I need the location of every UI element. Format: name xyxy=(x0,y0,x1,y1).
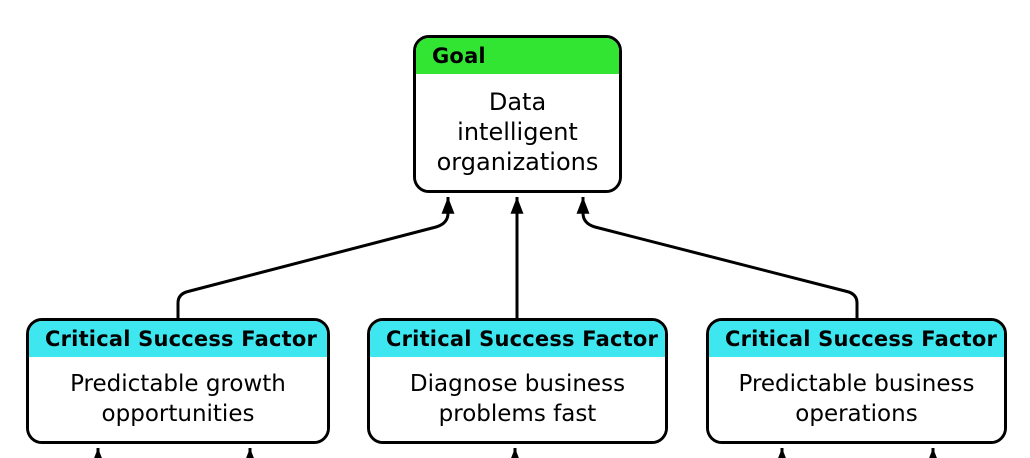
csf-node-3-text-line: operations xyxy=(795,401,918,427)
csf-node-3-type-label: Critical Success Factor xyxy=(725,327,998,351)
csf-node-1: Critical Success Factor Predictable grow… xyxy=(26,318,330,444)
csf-node-2-text-line: Diagnose business xyxy=(409,371,626,397)
csf-node-3-header: Critical Success Factor xyxy=(709,321,1004,357)
csf-node-3-body: Predictable business operations xyxy=(709,357,1004,441)
csf-node-3-text-line: Predictable business xyxy=(738,371,975,397)
goal-node-header: Goal xyxy=(416,38,619,74)
csf-node-1-body: Predictable growth opportunities xyxy=(29,357,327,441)
csf-node-2-text-line: problems fast xyxy=(438,401,597,427)
csf-node-3: Critical Success Factor Predictable busi… xyxy=(706,318,1007,444)
csf-node-2: Critical Success Factor Diagnose busines… xyxy=(367,318,668,444)
csf-node-1-header: Critical Success Factor xyxy=(29,321,327,357)
csf-node-2-header: Critical Success Factor xyxy=(370,321,665,357)
csf-node-2-type-label: Critical Success Factor xyxy=(386,327,659,351)
edge-csf3-to-goal xyxy=(576,197,859,318)
goal-node-text-line: organizations xyxy=(436,148,599,176)
goal-node-text-line: Data xyxy=(488,88,547,116)
goal-node-type-label: Goal xyxy=(432,44,486,68)
goal-node: Goal Data intelligent organizations xyxy=(413,35,622,193)
csf-node-2-body: Diagnose business problems fast xyxy=(370,357,665,441)
edge-csf1-to-goal xyxy=(176,197,455,318)
goal-node-body: Data intelligent organizations xyxy=(416,74,619,190)
goal-node-text-line: intelligent xyxy=(457,118,578,146)
csf-node-1-text-line: opportunities xyxy=(101,401,255,427)
csf-node-1-text-line: Predictable growth xyxy=(70,371,286,397)
csf-node-1-type-label: Critical Success Factor xyxy=(45,327,318,351)
